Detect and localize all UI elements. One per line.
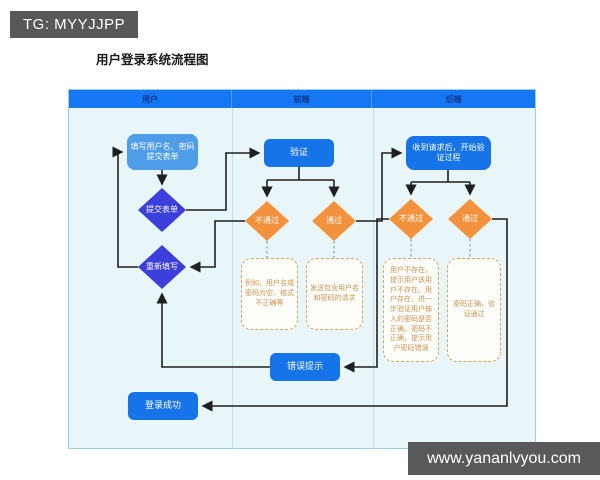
tg-badge-text: TG: MYYJJPP [23, 16, 126, 33]
lane-header-frontend: 前端 [232, 90, 372, 108]
swimlane-headers: 用户 前端 后端 [69, 90, 535, 108]
node-fill-form: 填写用户名、密码 提交表单 [127, 134, 198, 170]
note-frontend-pass: 发送包含用户名和密码的请求 [306, 258, 363, 330]
watermark-text: www.yananlvyou.com [427, 449, 581, 467]
note-backend-fail: 用户不存在，提示用户该用户不存在。用户存在，进一步验证用户输入的密码是否正确。密… [383, 258, 439, 362]
node-receive-request: 收到请求后，开始验证过程 [406, 136, 491, 170]
watermark: www.yananlvyou.com [408, 442, 600, 475]
note-backend-pass: 密码正确，验证通过 [447, 258, 501, 362]
note-frontend-fail: 例如，用户名或密码为空、格式不正确等 [241, 258, 298, 330]
node-login-success: 登录成功 [128, 392, 198, 420]
tg-badge: TG: MYYJJPP [10, 11, 138, 38]
lane-divider [373, 108, 374, 449]
lane-divider [232, 108, 233, 449]
node-verify: 验证 [264, 139, 334, 167]
lane-header-backend: 后端 [372, 90, 535, 108]
lane-header-user: 用户 [69, 90, 232, 108]
node-error-tip: 错误提示 [270, 353, 340, 381]
page-title: 用户登录系统流程图 [96, 53, 209, 67]
